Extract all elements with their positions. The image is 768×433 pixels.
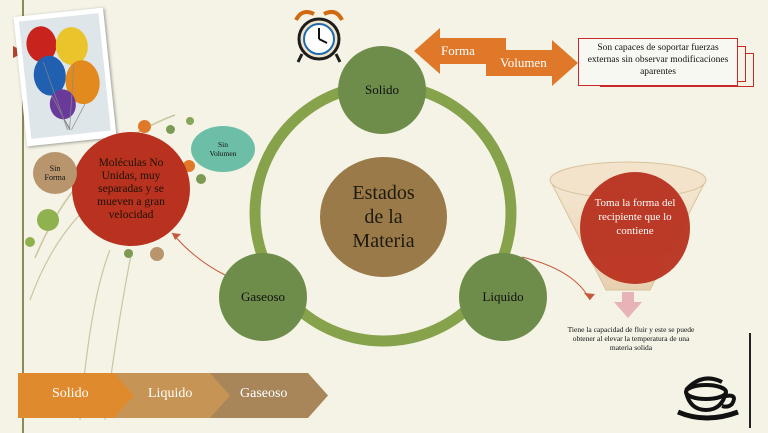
sin-forma-text: Sin Forma [45, 164, 66, 182]
node-solido: Solido [338, 46, 426, 134]
volumen-label: Volumen [500, 55, 547, 71]
sin-volumen-circle: Sin Volumen [191, 126, 255, 172]
dot-green-1 [166, 125, 175, 134]
dot-green-2 [186, 117, 194, 125]
center-title: Estados de la Materia [352, 181, 414, 253]
node-solido-label: Solido [365, 82, 399, 98]
solid-note-box: Son capaces de soportar fuerzas externas… [578, 38, 738, 86]
coffee-cup-icon [672, 368, 752, 424]
sin-forma-circle: Sin Forma [33, 152, 77, 194]
dot-tan-1 [150, 247, 164, 261]
dot-orange-1 [138, 120, 151, 133]
dot-green-4 [25, 237, 35, 247]
right-accent-line [749, 333, 751, 428]
node-liquido-label: Liquido [482, 289, 523, 305]
solid-note-text: Son capaces de soportar fuerzas externas… [579, 39, 737, 81]
liquid-note-text: Tiene la capacidad de fluir y este se pu… [566, 325, 696, 352]
node-liquido: Liquido [459, 253, 547, 341]
center-circle: Estados de la Materia [320, 157, 447, 277]
node-gaseoso-label: Gaseoso [241, 289, 285, 305]
gas-description-circle: Moléculas No Unidas, muy separadas y se … [72, 132, 190, 246]
node-gaseoso: Gaseoso [219, 253, 307, 341]
process-label-2: Liquido [148, 386, 192, 402]
gas-connector [172, 233, 225, 275]
dot-green-3 [37, 209, 59, 231]
funnel-text: Toma la forma del recipiente que lo cont… [592, 196, 678, 238]
process-label-1: Solido [52, 386, 89, 402]
dot-green-6 [124, 249, 133, 258]
forma-label: Forma [441, 43, 475, 59]
gas-description-text: Moléculas No Unidas, muy separadas y se … [83, 157, 179, 222]
funnel-red-circle: Toma la forma del recipiente que lo cont… [580, 172, 690, 284]
dot-green-5 [196, 174, 206, 184]
process-label-3: Gaseoso [240, 386, 287, 402]
sin-volumen-text: Sin Volumen [210, 140, 237, 158]
